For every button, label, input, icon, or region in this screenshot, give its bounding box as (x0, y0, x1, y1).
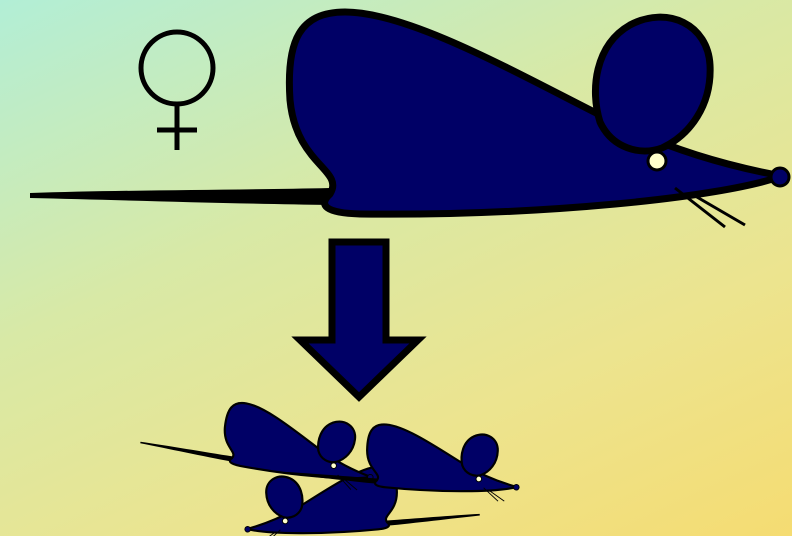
female-symbol (141, 32, 213, 150)
down-arrow (300, 242, 418, 397)
parent-mouse (30, 12, 789, 227)
